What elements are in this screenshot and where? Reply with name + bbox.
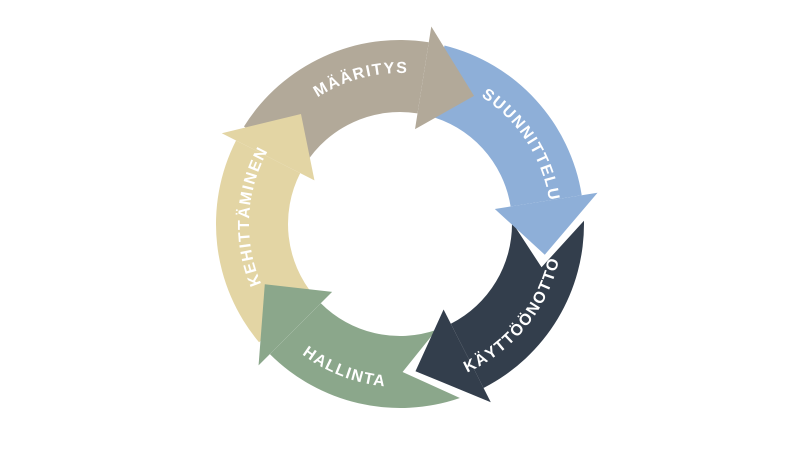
- segment-heads: [221, 25, 598, 402]
- segment-arrowhead-kehittaminen: [221, 113, 315, 180]
- segment-body-kayttoonotto: [450, 220, 584, 388]
- segment-body-hallinta: [269, 302, 460, 408]
- segment-arrowhead-suunnittelu: [494, 192, 598, 255]
- segment-arrowhead-hallinta: [258, 283, 333, 365]
- segment-arrowhead-kayttoonotto: [415, 309, 491, 402]
- segment-arrowhead-maaritys: [415, 25, 474, 129]
